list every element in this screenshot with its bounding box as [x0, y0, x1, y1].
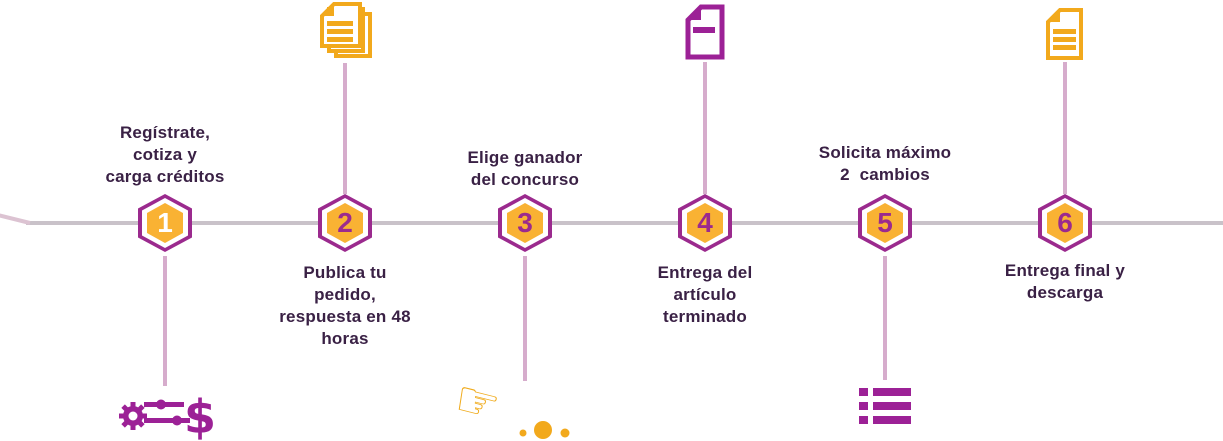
step-1-label: Regístrate, cotiza y carga créditos: [105, 123, 225, 186]
step-6-number: 6: [1057, 207, 1073, 238]
connector-line: [883, 256, 887, 380]
step-5-label: Solicita máximo 2 cambios: [818, 143, 952, 184]
documents-stack-icon: [320, 2, 372, 58]
hexagon-fill: [507, 203, 543, 243]
step-4-number: 4: [697, 207, 713, 238]
timeline-axis: [26, 221, 1223, 225]
document-icon: [685, 4, 725, 60]
step-5-number: 5: [877, 207, 893, 238]
pointer-hand-icon: ☞: [448, 368, 507, 436]
step-3-hexagon: 3: [498, 194, 552, 252]
hexagon-fill: [867, 203, 903, 243]
hexagon-fill: [1047, 203, 1083, 243]
connector-line: [523, 256, 527, 381]
step-2-hexagon: 2: [318, 194, 372, 252]
step-4-label: Entrega del artículo terminado: [657, 263, 753, 326]
connector-line: [703, 62, 707, 194]
connector-line: [163, 256, 167, 386]
svg-text:$: $: [184, 390, 216, 441]
step-6-hexagon: 6: [1038, 194, 1092, 252]
step-1-number: 1: [157, 207, 173, 238]
hexagon-fill: [687, 203, 723, 243]
connector-line: [343, 63, 347, 194]
step-2-number: 2: [337, 207, 353, 238]
document-lines-icon: [1046, 8, 1083, 60]
step-6-label: Entrega final y descarga: [1004, 261, 1126, 302]
gear-dollar-icon: $: [119, 390, 216, 441]
step-3-number: 3: [517, 207, 533, 238]
timeline-axis-left-tick: [0, 213, 31, 225]
step-5-hexagon: 5: [858, 194, 912, 252]
step-4-hexagon: 4: [678, 194, 732, 252]
hexagon-fill: [327, 203, 363, 243]
step-2-label: Publica tu pedido, respuesta en 48 horas: [279, 263, 411, 348]
list-icon: [859, 388, 911, 424]
hexagon-fill: [147, 203, 183, 243]
pointer-dots-icon: [519, 421, 570, 439]
step-1-hexagon: 1: [138, 194, 192, 252]
connector-line: [1063, 62, 1067, 194]
step-3-label: Elige ganador del concurso: [467, 148, 583, 189]
